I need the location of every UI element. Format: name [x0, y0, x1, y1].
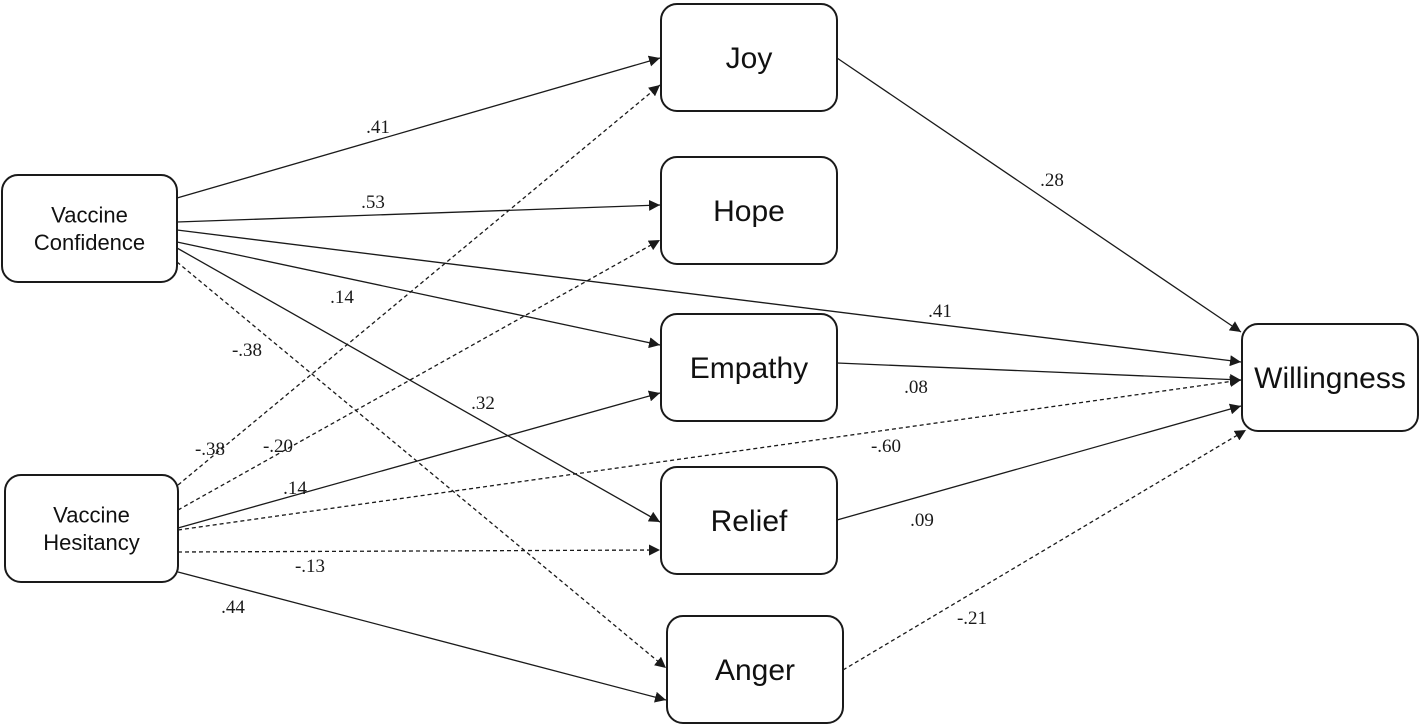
node-box-empathy: [660, 313, 838, 422]
edge-vh-hope: [177, 239, 661, 511]
edge-vc-hope: [176, 199, 661, 223]
node-will: Willingness: [1241, 323, 1419, 432]
node-anger: Anger: [666, 615, 844, 724]
edge-vh-joy: [177, 84, 661, 486]
edge-anger-will: [842, 429, 1247, 671]
edge-label-vc-hope: .53: [361, 192, 385, 213]
node-label-empathy: Empathy: [690, 352, 808, 385]
node-label-relief: Relief: [711, 505, 788, 538]
node-box-vh: [4, 474, 179, 583]
node-box-will: [1241, 323, 1419, 432]
edge-label-joy-will: .28: [1040, 170, 1064, 191]
node-label-hope: Hope: [713, 195, 785, 228]
edge-vh-relief: [177, 544, 661, 556]
edge-vh-will: [177, 376, 1242, 531]
edge-label-vh-empathy: .14: [283, 478, 307, 499]
node-box-vc: [1, 174, 178, 283]
edge-label-vc-relief: .32: [471, 393, 495, 414]
edge-label-relief-will: .09: [910, 510, 934, 531]
edge-label-vh-hope: -.20: [263, 436, 293, 457]
edge-vc-joy: [176, 55, 661, 199]
edge-label-vh-will: -.60: [871, 436, 901, 457]
node-label-joy: Joy: [726, 42, 773, 75]
nodes-layer: VaccineConfidenceVaccineHesitancyJoyHope…: [1, 3, 1419, 724]
edge-vh-anger: [177, 571, 667, 703]
edge-vh-empathy: [177, 390, 661, 529]
edges-layer: [176, 55, 1247, 703]
edge-label-vh-relief: -.13: [295, 556, 325, 577]
node-box-hope: [660, 156, 838, 265]
node-empathy: Empathy: [660, 313, 838, 422]
edge-label-empathy-will: .08: [904, 377, 928, 398]
node-relief: Relief: [660, 466, 838, 575]
node-box-anger: [666, 615, 844, 724]
node-label-vc-line2: Confidence: [34, 230, 145, 255]
node-label-vh-line2: Hesitancy: [43, 530, 140, 555]
edge-vc-empathy: [176, 241, 661, 349]
node-label-anger: Anger: [715, 654, 795, 687]
edge-label-vc-joy: .41: [366, 117, 390, 138]
edge-vc-anger: [176, 261, 667, 669]
node-joy: Joy: [660, 3, 838, 112]
node-label-vc-line1: Vaccine: [51, 202, 128, 227]
edge-label-vc-anger: -.38: [232, 340, 262, 361]
edge-vc-will: [176, 229, 1242, 367]
edge-relief-will: [836, 403, 1242, 521]
edge-label-vc-will: .41: [928, 301, 952, 322]
edge-empathy-will: [836, 362, 1242, 386]
edge-joy-will: [836, 57, 1242, 333]
node-hope: Hope: [660, 156, 838, 265]
edge-label-vc-empathy: .14: [330, 287, 354, 308]
edge-label-anger-will: -.21: [957, 608, 987, 629]
node-box-relief: [660, 466, 838, 575]
node-label-vh-line1: Vaccine: [53, 502, 130, 527]
node-box-joy: [660, 3, 838, 112]
node-label-will: Willingness: [1254, 362, 1406, 395]
edge-label-vh-anger: .44: [221, 597, 245, 618]
edge-labels-layer: .41 .53 .14 .32 -.38 .41 -.38 -.20 .14 -.13 .44 -.6…: [195, 117, 1064, 629]
edge-vc-relief: [176, 247, 661, 523]
edge-label-vh-joy: -.38: [195, 439, 225, 460]
